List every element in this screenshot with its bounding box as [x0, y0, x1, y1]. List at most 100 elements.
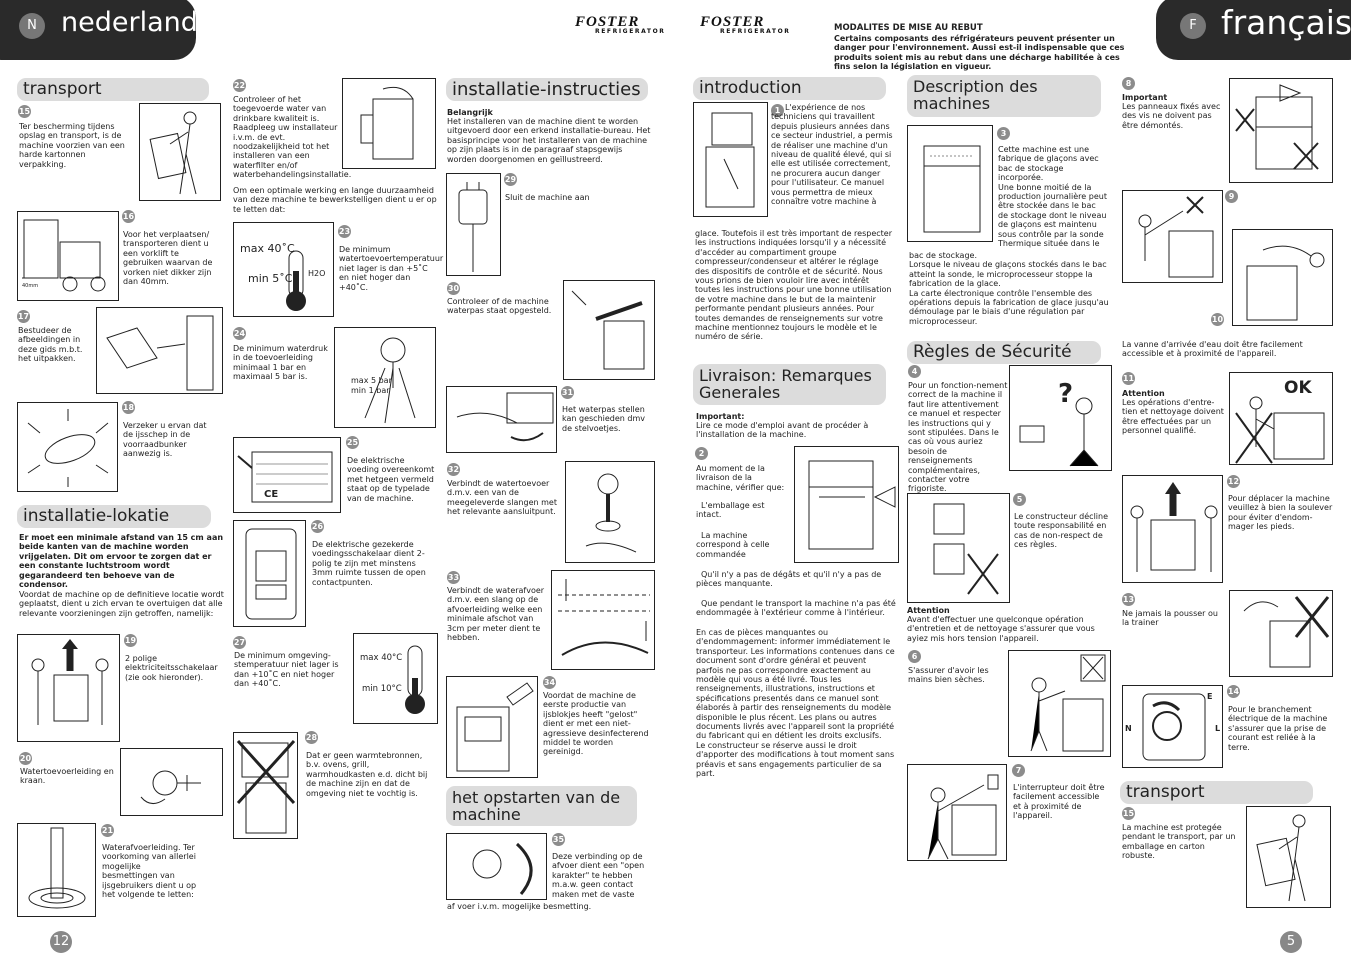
figure-open-drain	[446, 833, 547, 900]
step-badge: 28	[305, 731, 318, 744]
step-text: Watertoevoerleiding en kraan.	[20, 767, 114, 786]
figure-thermometer-water: max 40˚C min 5˚C H2O	[233, 222, 334, 317]
step-badge: 33	[447, 571, 460, 584]
step-badge: 19	[124, 634, 137, 647]
step-badge: 10	[1211, 313, 1224, 326]
figure-level	[563, 280, 655, 380]
belangrijk-label: Belangrijk	[447, 108, 493, 117]
livraison-item: La machine correspond à celle commandée	[696, 531, 770, 559]
figure-socket-hand	[907, 493, 1010, 603]
belangrijk-text: Het installeren van de machine dient te …	[447, 117, 651, 164]
step-badge: 30	[447, 282, 460, 295]
ce-mark: CE	[264, 489, 279, 500]
figure-dry-hands	[1008, 650, 1111, 757]
foster-logo: FOSTER REFRIGERATOR	[575, 15, 666, 36]
safety-text: Pour le branchement électrique de la mac…	[1228, 705, 1328, 752]
figure-rating-plate: CE	[233, 437, 341, 513]
figure-panels-screws	[1229, 78, 1333, 183]
language-title: français	[1221, 3, 1351, 42]
step-text: Ter bescherming tijdens opslag en transp…	[19, 122, 125, 169]
step-badge: 21	[101, 824, 114, 837]
logo-name: FOSTER	[575, 14, 640, 30]
step-text: Controleer of de machine waterpas staat …	[447, 297, 552, 316]
description-text-cont: bac de stockage. Lorsque le niveau de gl…	[909, 251, 1109, 326]
figure-drain-slope	[551, 570, 655, 670]
attention-label: Attention	[1122, 389, 1165, 398]
step-badge: 18	[122, 401, 135, 414]
heading-installatie-lokatie: installatie-lokatie	[17, 505, 211, 528]
step-badge: 11	[1122, 372, 1135, 385]
thermometer-min-label: min 5˚C	[248, 272, 293, 285]
thermometer-max-label: max 40°C	[360, 653, 403, 663]
regles-text: L'interrupteur doit être facilement acce…	[1013, 783, 1105, 821]
step-badge: 13	[1122, 593, 1135, 606]
step-badge: 27	[233, 636, 246, 649]
fork-label: 40mm	[22, 283, 39, 289]
intro-text: L'expérience de nos techniciens qui trav…	[771, 103, 893, 207]
step-text: De minimum omgeving-stemperatuur niet la…	[234, 651, 339, 689]
step-badge: 4	[908, 365, 921, 378]
step-badge: 25	[346, 436, 359, 449]
step-badge: 29	[504, 173, 517, 186]
earth-label: E	[1207, 692, 1213, 701]
livraison-para: En cas de pièces manquantes ou d'endomma…	[696, 628, 895, 779]
figure-forklift: 40mm	[17, 211, 119, 301]
step-text: Verzeker u ervan dat de ijsschep in de v…	[123, 421, 207, 459]
step-text: De minimum watertoevoertemperatuur niet …	[339, 245, 444, 292]
language-tab-francais: F français	[1156, 0, 1351, 60]
logo-sub: REFRIGERATOR	[595, 27, 666, 35]
figure-phone-question: ?	[1009, 365, 1112, 471]
maintenance-intro: Om een optimale werking en lange duurzaa…	[233, 186, 437, 214]
step-badge: 26	[311, 520, 324, 533]
safety-text: Ne jamais la pousser ou la trainer	[1122, 609, 1218, 628]
step-text: Sluit de machine aan	[505, 193, 590, 202]
figure-intro-machine	[693, 102, 768, 217]
heading-introduction: introduction	[693, 77, 886, 100]
heading-livraison: Livraison: Remarques Generales	[693, 364, 886, 405]
live-label: L	[1215, 724, 1221, 733]
ok-label: OK	[1284, 378, 1312, 398]
figure-switch-box	[233, 520, 306, 627]
page-number: 5	[1280, 931, 1302, 953]
step-badge: 17	[17, 310, 30, 323]
livraison-item: Qu'il n'y a pas de dégâts et qu'il n'y a…	[696, 570, 882, 589]
figure-water-pressure: max 5 bar min 1 bar	[334, 327, 436, 428]
step-badge: 3	[997, 127, 1010, 140]
figure-ice-machine	[907, 125, 993, 242]
step-text: Het waterpas stellen kan geschieden dmv …	[562, 405, 646, 433]
figure-qualified-staff: OK	[1229, 372, 1333, 465]
lokatie-bold: Er moet een minimale afstand van 15 cm a…	[19, 533, 224, 590]
step-badge: 15	[1122, 807, 1135, 820]
attention-label: Attention	[907, 606, 950, 615]
step-badge: 34	[543, 676, 556, 689]
figure-lift-machine	[1122, 475, 1223, 583]
step-badge: 23	[338, 225, 351, 238]
figure-water-filter	[342, 78, 436, 169]
heading-description: Description des machines	[907, 75, 1101, 117]
figure-valve-near	[1232, 229, 1333, 326]
heading-regles-securite: Règles de Sécurité	[907, 341, 1101, 364]
step-badge: 5	[1013, 493, 1026, 506]
intro-text-cont: glace. Toutefois il est très important d…	[695, 229, 893, 342]
safety-text: Pour déplacer la machine veuillez à bien…	[1228, 494, 1333, 532]
figure-earth-plug: E N L	[1122, 685, 1223, 768]
heading-het-opstarten: het opstarten van de machine	[446, 786, 637, 826]
step-text: Deze verbinding op de afvoer dient een "…	[552, 852, 645, 899]
figure-no-push	[1229, 590, 1333, 677]
figure-thermometer-ambient: max 40°C min 10°C	[353, 633, 438, 724]
step-badge: 22	[233, 79, 246, 92]
livraison-check: Au moment de la livraison de la machine,…	[696, 464, 785, 492]
figure-carry-box	[139, 103, 221, 201]
regles-text: Pour un fonction-nement correct de la ma…	[908, 381, 1008, 494]
foster-logo: FOSTER REFRIGERATOR	[700, 15, 791, 36]
bar-max-label: max 5 bar	[351, 376, 392, 385]
step-badge: 8	[1122, 77, 1135, 90]
figure-water-hose	[565, 461, 655, 563]
safety-text: Les opérations d'entre-tien et nettoyage…	[1122, 398, 1224, 436]
page-number: 12	[50, 931, 72, 953]
step-badge: 1	[771, 104, 784, 117]
language-letter: F	[1180, 13, 1206, 39]
neutral-label: N	[1125, 724, 1132, 733]
modalites-title: MODALITES DE MISE AU REBUT	[834, 23, 983, 33]
figure-carry-box-fr	[1246, 806, 1331, 908]
